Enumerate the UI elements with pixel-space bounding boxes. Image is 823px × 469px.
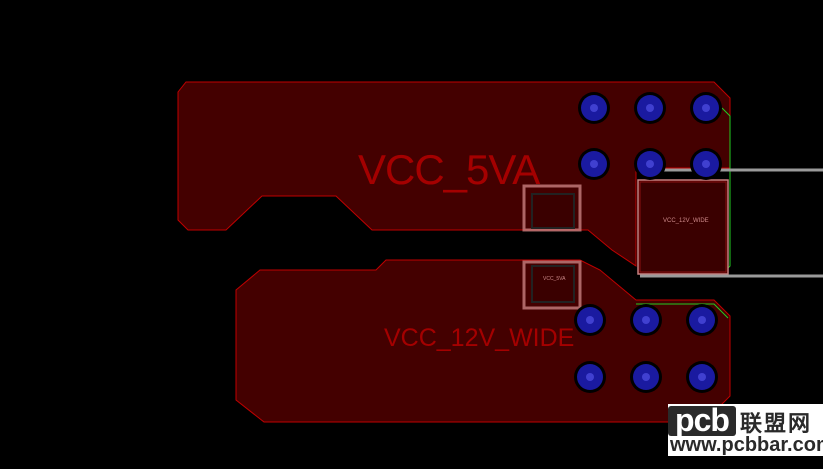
via-group-bottom bbox=[574, 304, 718, 393]
smd-pad-u2-bottom-outline[interactable] bbox=[522, 260, 582, 310]
component-label-u1: VCC_12V_WIDE bbox=[663, 218, 709, 224]
net-label-vcc-5va: VCC_5VA bbox=[358, 146, 540, 193]
copper-pour-vcc-12v-wide[interactable] bbox=[235, 259, 731, 423]
watermark-url: www.pcbbar.com bbox=[670, 434, 823, 456]
via-group-top bbox=[578, 92, 722, 180]
watermark: pcb 联盟网 www.pcbbar.com bbox=[668, 404, 823, 456]
watermark-brand: 联盟网 bbox=[740, 412, 813, 437]
smd-pad-u2-top-outline[interactable] bbox=[522, 184, 582, 232]
watermark-logo: pcb bbox=[668, 404, 736, 436]
smd-pad-u2-top bbox=[531, 193, 575, 229]
net-label-vcc-12v-wide: VCC_12V_WIDE bbox=[384, 324, 575, 352]
keepout-line-bottom bbox=[636, 303, 729, 319]
smd-pad-u2-bottom bbox=[531, 265, 575, 303]
smd-pad-u1-inner bbox=[639, 181, 727, 273]
component-label-u2: VCC_5VA bbox=[543, 276, 566, 282]
